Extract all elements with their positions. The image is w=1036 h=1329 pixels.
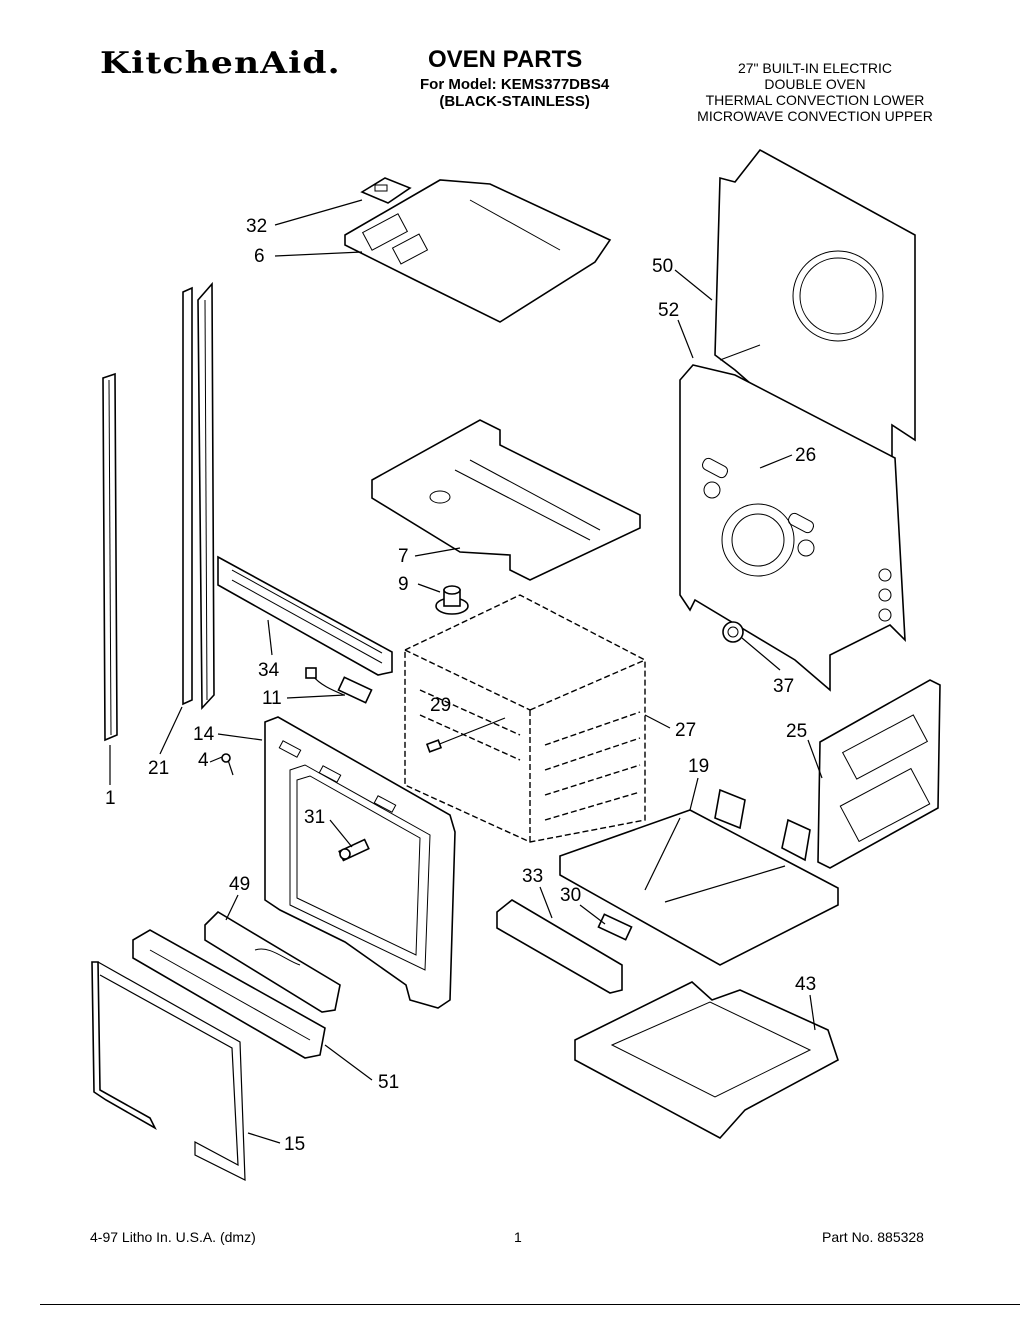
part-49-sill: [204, 910, 341, 1013]
callout-26: 26: [795, 445, 816, 466]
part-26-rear-wall: [679, 364, 906, 692]
callout-14: 14: [193, 724, 215, 745]
page-title: OVEN PARTS: [428, 46, 583, 73]
description-line-2: DOUBLE OVEN: [764, 76, 866, 92]
part-32-bracket: [360, 177, 412, 204]
part-19-bottom-tray: [559, 788, 839, 966]
part-number: Part No. 885328: [822, 1229, 924, 1245]
bottom-rule: [40, 1304, 1020, 1305]
part-33-bracket: [496, 899, 623, 994]
callout-21: 21: [148, 758, 169, 779]
color-line: (BLACK-STAINLESS): [439, 93, 590, 110]
callout-50: 50: [652, 256, 673, 277]
callout-19: 19: [688, 756, 709, 777]
description-line-4: MICROWAVE CONVECTION UPPER: [697, 108, 933, 124]
part-27-oven-cavity: [404, 594, 646, 843]
callout-31: 31: [304, 807, 325, 828]
callout-29: 29: [430, 695, 451, 716]
part-21-side-trim: [182, 281, 215, 711]
part-31-socket: [338, 838, 370, 862]
callout-52: 52: [658, 300, 679, 321]
callout-15: 15: [284, 1134, 305, 1155]
description-line-1: 27" BUILT-IN ELECTRIC: [737, 60, 893, 76]
callout-32: 32: [246, 216, 267, 237]
part-9-element: [435, 585, 469, 615]
callout-49: 49: [229, 874, 250, 895]
print-info: 4-97 Litho In. U.S.A. (dmz): [90, 1229, 256, 1245]
callout-51: 51: [378, 1072, 399, 1093]
callout-6: 6: [254, 246, 265, 267]
part-1-vertical-trim: [102, 372, 118, 742]
callout-25: 25: [786, 721, 807, 742]
part-43-lower-pan: [574, 981, 839, 1140]
callout-33: 33: [522, 866, 543, 887]
part-7-baffle: [371, 419, 641, 581]
part-25-side-panel: [817, 679, 941, 869]
callout-1: 1: [105, 788, 116, 809]
kitchenaid-logo: KitchenAid.: [100, 46, 341, 81]
callout-34: 34: [258, 660, 280, 681]
appliance-description: 27" BUILT-IN ELECTRIC DOUBLE OVEN THERMA…: [680, 60, 950, 124]
description-line-3: THERMAL CONVECTION LOWER: [705, 92, 925, 108]
part-6-top-panel: [344, 179, 612, 323]
part-4-screw: [221, 753, 234, 776]
callout-37: 37: [773, 676, 794, 697]
model-line: For Model: KEMS377DBS4: [420, 76, 610, 93]
part-14-front-frame: [264, 716, 456, 1009]
callout-27: 27: [675, 720, 696, 741]
part-15-door-gasket: [91, 961, 246, 1181]
callout-4: 4: [198, 750, 209, 771]
part-37-sensor: [722, 621, 744, 643]
part-34-vent-grille: [217, 555, 393, 676]
callout-7: 7: [398, 546, 409, 567]
model-info: For Model: KEMS377DBS4 (BLACK-STAINLESS): [420, 76, 609, 110]
part-29-probe: [425, 717, 506, 753]
part-30-clip: [597, 913, 633, 941]
callout-9: 9: [398, 574, 409, 595]
page-number: 1: [514, 1229, 522, 1245]
callout-43: 43: [795, 974, 816, 995]
part-51-trim-strip: [132, 929, 326, 1059]
callout-11: 11: [262, 688, 282, 709]
callout-30: 30: [560, 885, 581, 906]
part-11-harness: [305, 667, 373, 704]
leader-lines: [109, 199, 823, 1144]
